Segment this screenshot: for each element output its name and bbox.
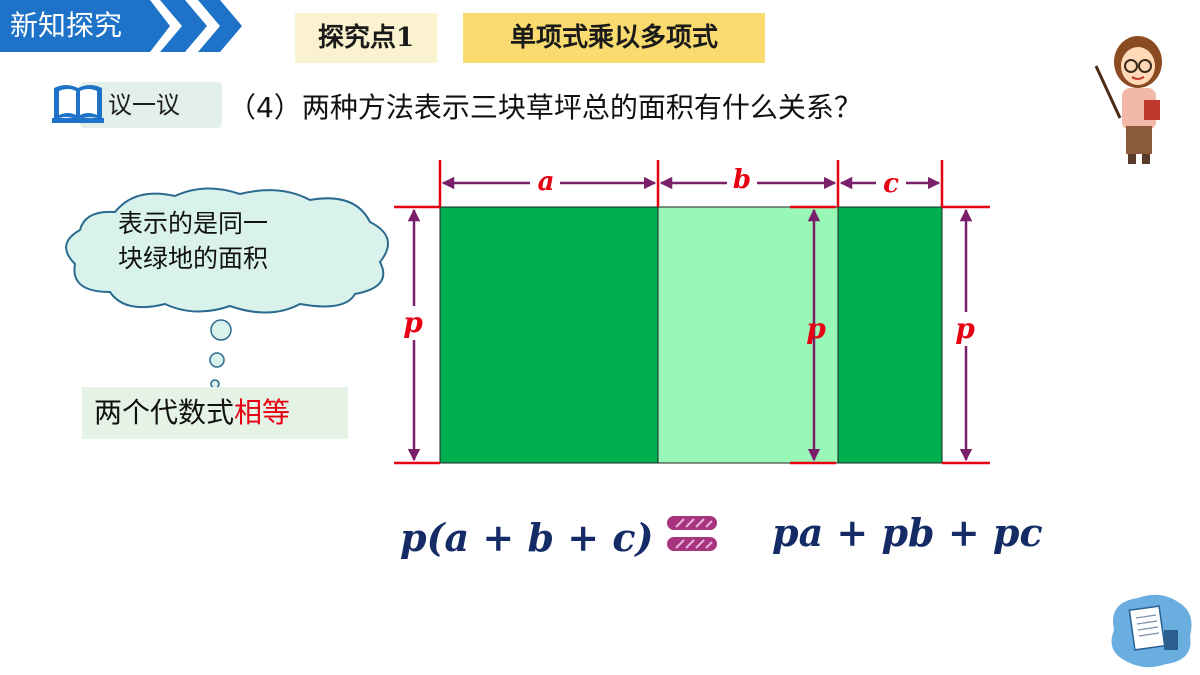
thought-text: 表示的是同一 块绿地的面积 bbox=[118, 206, 318, 276]
width-ticks bbox=[438, 160, 944, 207]
book-icon bbox=[52, 85, 104, 123]
exploration-point-tag: 探究点1 bbox=[295, 13, 437, 63]
lawn-a bbox=[439, 206, 659, 464]
conclusion-box bbox=[82, 387, 348, 439]
label-p-1: p bbox=[403, 306, 423, 339]
conclusion-prefix: 两个代数式 bbox=[94, 396, 235, 429]
lawn-diagram: a b c p p p bbox=[394, 160, 990, 465]
label-c: c bbox=[883, 169, 899, 199]
discuss-label: 议一议 bbox=[108, 91, 180, 119]
height-ticks bbox=[394, 205, 990, 465]
formula-left: p(a + b + c) bbox=[400, 515, 654, 560]
header-banner bbox=[0, 0, 242, 52]
conclusion-highlight: 相等 bbox=[234, 396, 291, 429]
lawn-c bbox=[837, 206, 943, 464]
thought-cloud bbox=[65, 187, 389, 389]
formula-right: pa + pb + pc bbox=[772, 510, 1043, 555]
thought-line-1: 表示的是同一 bbox=[118, 209, 269, 238]
conclusion-text: 两个代数式相等 bbox=[94, 393, 290, 433]
chevron-icon bbox=[160, 0, 207, 52]
label-b: b bbox=[733, 165, 751, 195]
book-badge-icon bbox=[1111, 594, 1192, 668]
label-p-3: p bbox=[955, 312, 975, 345]
label-p-2: p bbox=[806, 312, 826, 345]
teacher-illustration-icon bbox=[1094, 36, 1162, 164]
equals-sign-icon bbox=[667, 516, 717, 551]
section-title: 新知探究 bbox=[10, 9, 123, 42]
topic-tag: 单项式乘以多项式 bbox=[463, 13, 765, 63]
question-text: （4）两种方法表示三块草坪总的面积有什么关系？ bbox=[228, 91, 862, 124]
chevron-icon bbox=[198, 0, 242, 52]
label-a: a bbox=[538, 167, 555, 197]
thought-line-2: 块绿地的面积 bbox=[118, 244, 269, 273]
